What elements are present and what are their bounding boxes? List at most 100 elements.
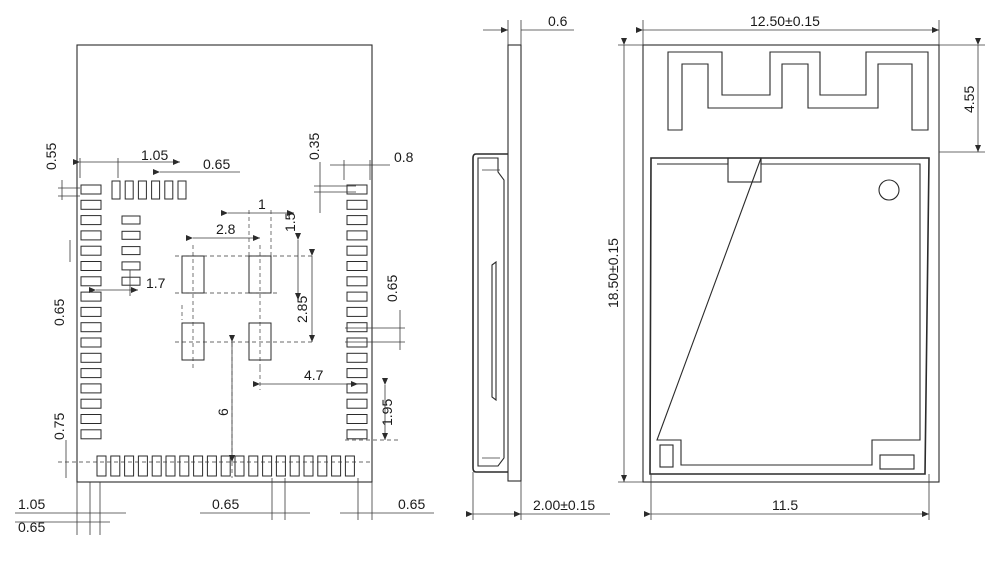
left-pad [80,368,102,379]
bottom-pad [206,455,217,477]
right-pad [346,199,368,210]
top-view-outline [76,44,373,483]
dim-right-pad-offset: 0.8 [394,149,414,165]
top-pad [164,180,174,200]
inner-pad [121,215,141,225]
left-pad [80,322,102,333]
left-pad [80,245,102,256]
bottom-pad [262,455,273,477]
dim-bottom-pitch: 0.65 [212,496,239,512]
top-pad [124,180,134,200]
shield-outline [649,157,930,475]
dim-bottom-right: 0.65 [398,496,425,512]
left-pad [80,383,102,394]
dim-shield-thickness: 0.6 [548,13,568,29]
dim-center-pad-gap: 1 [258,196,266,212]
inner-pad [121,276,141,286]
right-pad [346,383,368,394]
right-pad [346,306,368,317]
bottom-pad [275,455,286,477]
right-pad [346,215,368,226]
dim-left-bottom: 0.75 [51,413,67,440]
bottom-view: 12.50±0.15 4.55 18.50±0.15 11.5 [605,13,985,520]
dim-center-to-right: 4.7 [304,367,324,383]
inner-pad [121,230,141,240]
bottom-pad [248,455,259,477]
top-pad [137,180,147,200]
right-pad [346,398,368,409]
right-pad [346,322,368,333]
right-pad [346,291,368,302]
left-pad [80,398,102,409]
dim-bottom-left-b: 0.65 [18,519,45,535]
left-pad [80,306,102,317]
bottom-pad-row [96,455,355,477]
right-pad [346,368,368,379]
bottom-pad [193,455,204,477]
inner-pad [121,246,141,256]
left-pad [80,429,102,440]
dim-pad-width-top: 0.65 [203,156,230,172]
inner-pad-group [121,215,141,286]
top-pad-group [111,180,187,200]
center-pad-bl [181,322,205,361]
dim-bottom-left-a: 1.05 [18,496,45,512]
right-pad [346,276,368,287]
right-pad [346,184,368,195]
left-pad [80,230,102,241]
bottom-pad [165,455,176,477]
right-pad [346,261,368,271]
left-pad [80,261,102,271]
left-pad [80,291,102,302]
dim-height: 18.50±0.15 [605,238,621,308]
left-pad [80,199,102,210]
bottom-pad [179,455,190,477]
side-view: 0.6 2.00±0.15 [466,13,610,520]
left-pad [80,276,102,287]
right-pad [346,230,368,241]
left-pad [80,352,102,363]
right-pad [346,429,368,440]
dim-center-pad-spacing-y: 2.85 [294,296,310,323]
dim-total-thickness: 2.00±0.15 [533,497,595,513]
bottom-pad [220,455,231,477]
dim-right-bottom: 1.95 [379,399,395,426]
bottom-pad [344,455,355,477]
inner-pad [121,261,141,271]
bottom-pad [331,455,342,477]
side-shield [472,153,508,473]
right-pad [346,245,368,256]
dim-antenna-height: 4.55 [961,86,977,113]
bottom-view-outline [642,44,940,483]
right-pad-row [346,184,368,440]
dim-left-offset: 1.7 [146,275,166,291]
top-pad [177,180,187,200]
bottom-pad [151,455,162,477]
side-pcb [507,44,522,482]
right-pad [346,414,368,424]
bottom-pad [137,455,148,477]
right-pad [346,352,368,363]
bottom-pad [110,455,121,477]
right-pad [346,337,368,348]
bottom-pad [234,455,245,477]
dim-pad-pitch-top: 1.05 [141,147,168,163]
left-pad [80,337,102,348]
bottom-pad [96,455,107,477]
top-pad [111,180,121,200]
bottom-pad [317,455,328,477]
dim-right-pitch: 0.65 [384,275,400,302]
dim-right-pad-width: 0.35 [306,133,322,160]
antenna-trace [667,51,929,131]
top-pad [151,180,161,200]
dim-shield-width: 11.5 [772,497,798,513]
left-pad [80,184,102,195]
dim-center-to-bottom: 6 [215,408,231,416]
dim-width: 12.50±0.15 [750,13,820,29]
pin1-marker [878,179,900,201]
left-pad [80,215,102,226]
dim-center-pad-spacing-x: 2.8 [216,221,236,237]
bottom-pad [289,455,300,477]
top-view: 1.05 0.65 0.55 1 2.8 1.5 2.85 0.35 0.8 1… [15,44,434,535]
